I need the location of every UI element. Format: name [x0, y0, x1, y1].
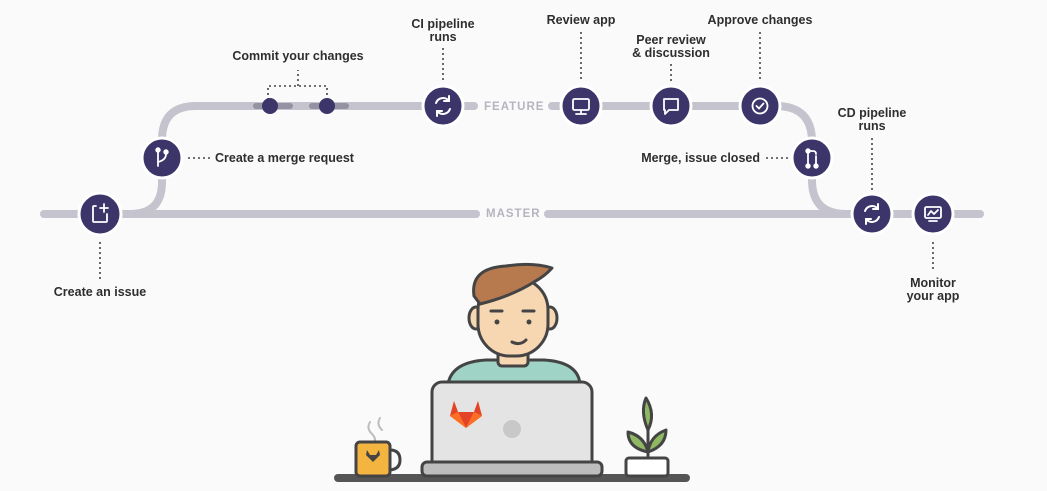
label-merge-request: Create a merge request	[215, 151, 354, 165]
sync-icon	[435, 95, 451, 117]
mug-handle	[387, 448, 402, 472]
label-peer-review: Peer review & discussion	[616, 34, 726, 60]
mug-illustration	[354, 417, 402, 478]
check-icon	[751, 97, 769, 115]
node-review-app	[559, 84, 603, 128]
label-monitor-line1: Monitor	[910, 276, 956, 290]
shirt	[446, 358, 582, 386]
feature-lane-label: FEATURE	[484, 101, 545, 113]
label-peer-line1: Peer review	[636, 33, 706, 47]
monitor-icon	[572, 98, 590, 115]
commit-dot	[319, 98, 335, 114]
leaf	[641, 396, 653, 432]
label-monitor-line2: your app	[906, 289, 960, 303]
smile	[510, 338, 528, 346]
connectors	[99, 32, 934, 282]
leaf	[646, 428, 668, 454]
developer-illustration	[334, 262, 690, 482]
label-create-issue: Create an issue	[53, 285, 147, 299]
hair	[472, 262, 554, 306]
label-cd-line2: runs	[858, 119, 886, 133]
node-monitor	[911, 192, 955, 236]
commit-dot	[262, 98, 278, 114]
label-merge-closed: Merge, issue closed	[641, 151, 760, 165]
label-commit: Commit your changes	[232, 49, 364, 63]
node-merge-closed	[790, 136, 834, 180]
label-monitor: Monitor your app	[878, 277, 988, 303]
master-lane-label: MASTER	[486, 208, 541, 220]
label-ci-line2: runs	[429, 30, 457, 44]
merge-icon	[805, 148, 819, 169]
mug-fox-icon	[366, 450, 380, 462]
plant-illustration	[624, 396, 670, 478]
analytics-icon	[924, 206, 942, 222]
label-ci-line1: CI pipeline	[411, 17, 475, 31]
label-cd-line1: CD pipeline	[837, 106, 907, 120]
node-ci-pipeline	[421, 84, 465, 128]
node-merge-request	[140, 136, 184, 180]
camera-dot	[503, 420, 521, 438]
node-create-issue	[77, 191, 123, 237]
commit-dots	[253, 98, 349, 114]
sync-icon	[864, 203, 880, 225]
label-review-app: Review app	[546, 13, 616, 27]
node-approve	[738, 84, 782, 128]
gitlab-logo-icon	[450, 401, 482, 428]
node-peer-review	[649, 84, 693, 128]
issue-icon	[92, 203, 109, 223]
branch-icon	[155, 147, 169, 167]
commit-bracket	[267, 70, 328, 100]
leaf	[626, 430, 650, 454]
label-peer-line2: & discussion	[632, 46, 710, 60]
label-ci-pipeline: CI pipeline runs	[388, 18, 498, 44]
comment-icon	[663, 98, 679, 115]
label-cd-pipeline: CD pipeline runs	[812, 107, 932, 133]
pot	[624, 456, 670, 478]
eye-left	[494, 319, 500, 325]
laptop-base	[420, 460, 604, 478]
node-cd-pipeline	[850, 192, 894, 236]
eye-right	[526, 319, 532, 325]
label-approve: Approve changes	[707, 13, 813, 27]
